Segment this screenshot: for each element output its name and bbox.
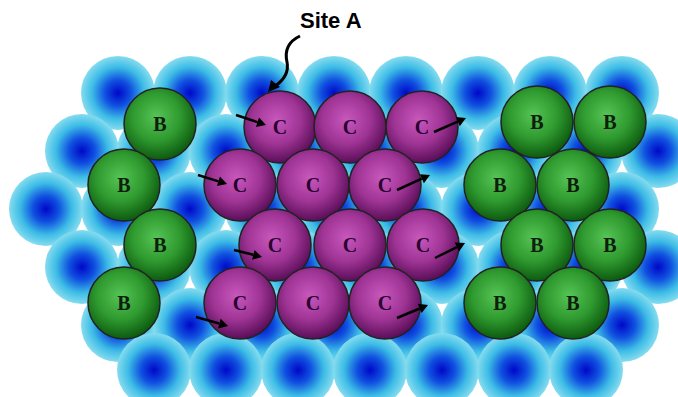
atom-letter: B	[573, 85, 647, 159]
leader-line	[274, 36, 300, 87]
motion-arrow	[234, 250, 253, 255]
atom-letter: C	[276, 266, 350, 340]
substrate-atom	[549, 333, 623, 397]
motion-arrowhead	[418, 304, 428, 313]
atom-letter: B	[463, 266, 537, 340]
atom-b: B	[463, 266, 537, 340]
atom-b: B	[573, 85, 647, 159]
atom-letter: B	[536, 266, 610, 340]
leader-arrowhead	[268, 80, 280, 92]
atom-outline	[501, 86, 573, 158]
atom-outline	[277, 267, 349, 339]
motion-arrowhead	[456, 117, 466, 126]
atom-b: B	[500, 85, 574, 159]
atom-letter: C	[348, 266, 422, 340]
atom-b: B	[87, 266, 161, 340]
atom-outline	[464, 267, 536, 339]
motion-arrow	[397, 308, 420, 318]
motion-arrowhead	[455, 243, 465, 252]
motion-arrow	[236, 115, 257, 122]
atom-c: C	[276, 266, 350, 340]
substrate-atom	[477, 333, 551, 397]
substrate-atom	[117, 333, 191, 397]
motion-arrowhead	[256, 117, 266, 126]
atom-outline	[537, 267, 609, 339]
atom-outline	[124, 88, 196, 160]
atom-letter: B	[87, 266, 161, 340]
atom-letter: C	[203, 266, 277, 340]
atom-c: C	[348, 266, 422, 340]
substrate-atom	[405, 333, 479, 397]
atom-letter: B	[500, 85, 574, 159]
atom-b: B	[536, 266, 610, 340]
motion-arrow	[435, 247, 457, 258]
atom-outline	[204, 267, 276, 339]
atom-outline	[574, 86, 646, 158]
motion-arrow	[196, 317, 219, 324]
substrate-atom	[261, 333, 335, 397]
atom-outline	[88, 267, 160, 339]
motion-arrowhead	[420, 174, 430, 183]
motion-arrow	[434, 122, 458, 132]
atom-outline	[349, 267, 421, 339]
site-label: Site A	[300, 8, 362, 34]
atom-c: C	[203, 266, 277, 340]
motion-arrowhead	[217, 177, 227, 187]
substrate-atom	[189, 333, 263, 397]
motion-arrow	[198, 175, 218, 181]
substrate-atom	[333, 333, 407, 397]
motion-arrowhead	[252, 250, 262, 260]
motion-arrowhead	[218, 319, 228, 329]
motion-arrow	[397, 179, 422, 190]
